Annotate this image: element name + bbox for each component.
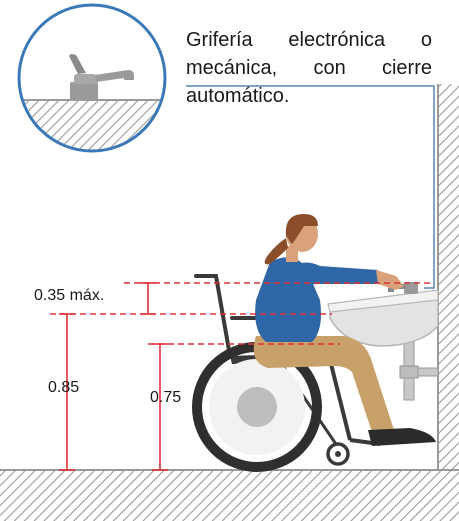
dimension-lines	[50, 282, 432, 471]
wheelchair-user-icon	[253, 214, 436, 446]
sink-icon	[327, 282, 439, 401]
faucet-icon	[69, 54, 134, 100]
floor	[0, 469, 459, 521]
upper-clearance-label: 0.35 máx.	[34, 287, 105, 304]
inset-circle	[17, 3, 167, 153]
wall	[437, 84, 459, 484]
callout-line	[186, 85, 435, 289]
faucet-note: Grifería electrónica o mecánica, con cie…	[186, 29, 432, 107]
rim-height-label: 0.85	[48, 379, 80, 396]
knee-height-label: 0.75	[150, 389, 182, 406]
